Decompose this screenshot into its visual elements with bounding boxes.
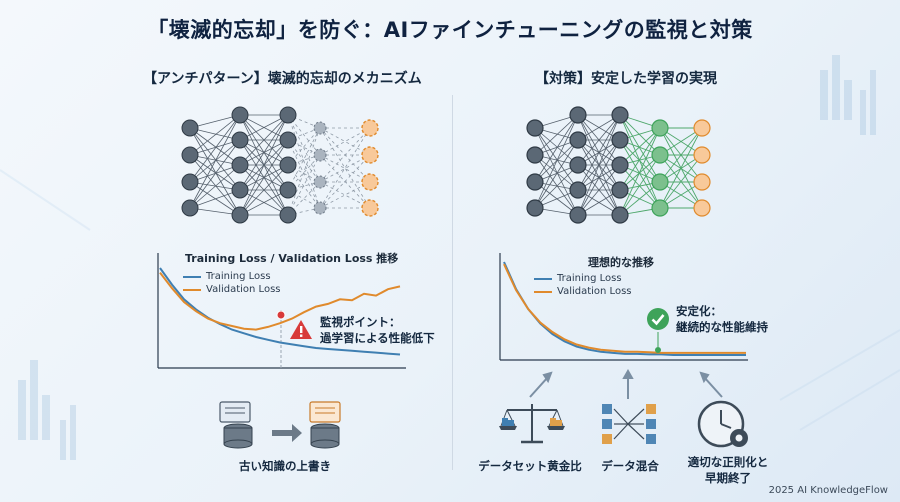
clock-gear-icon	[697, 400, 748, 448]
balance-scale-icon	[499, 404, 565, 444]
network-node	[279, 181, 297, 199]
warning-icon	[290, 320, 312, 339]
network-node	[181, 199, 199, 217]
strategy-label-golden-ratio: データセット黄金比	[478, 459, 582, 473]
network-node	[651, 146, 669, 164]
network-node	[279, 156, 297, 174]
left-caption: 古い知識の上書き	[239, 459, 331, 473]
network-node	[181, 119, 199, 137]
legend-validation: Validation Loss	[206, 284, 281, 295]
right-callout: 安定化： 継続的な性能維持	[676, 304, 768, 334]
check-icon	[647, 308, 669, 330]
series-line-validation-loss	[159, 271, 401, 331]
network-node	[693, 173, 711, 191]
series-line-training-loss	[503, 261, 746, 356]
new-output-node	[361, 173, 379, 191]
network-node	[231, 131, 249, 149]
network-node	[231, 106, 249, 124]
network-node	[526, 119, 544, 137]
left-chart-legend: Training Loss Validation Loss	[183, 270, 281, 296]
strategy-label-data-mix: データ混合	[601, 459, 659, 473]
left-callout: 監視ポイント： 過学習による性能低下	[320, 315, 435, 345]
monitor-point	[276, 310, 286, 320]
network-node	[526, 173, 544, 191]
right-loss-chart	[499, 253, 748, 361]
network-node	[651, 119, 669, 137]
network-node	[526, 199, 544, 217]
center-divider	[452, 95, 453, 470]
new-output-node	[361, 119, 379, 137]
network-node	[651, 199, 669, 217]
footer-credit: 2025 AI KnowledgeFlow	[768, 485, 888, 496]
network-node	[611, 106, 629, 124]
network-node	[693, 199, 711, 217]
legend-validation: Validation Loss	[557, 286, 632, 297]
network-node	[611, 131, 629, 149]
countermeasure-section-title: 【対策】安定した学習の実現	[535, 71, 717, 87]
network-node	[693, 119, 711, 137]
network-node	[279, 106, 297, 124]
left-chart-title: Training Loss / Validation Loss 推移	[185, 252, 399, 265]
network-node	[526, 146, 544, 164]
new-output-node	[361, 146, 379, 164]
strategy-arrows	[529, 368, 723, 399]
right-chart-title: 理想的な推移	[588, 256, 654, 269]
network-node	[611, 156, 629, 174]
left-loss-chart	[157, 253, 406, 369]
network-node	[279, 131, 297, 149]
network-node	[569, 156, 587, 174]
network-node	[181, 146, 199, 164]
network-node	[181, 173, 199, 191]
knowledge-overwrite-icon	[219, 401, 341, 449]
network-node	[651, 173, 669, 191]
network-node	[231, 181, 249, 199]
network-node	[569, 106, 587, 124]
legend-training: Training Loss	[206, 271, 271, 282]
network-node	[611, 206, 629, 224]
network-node	[569, 181, 587, 199]
strategy-label-regularization: 適切な正則化と 早期終了	[687, 455, 769, 485]
series-line-validation-loss	[503, 263, 746, 354]
stable-point	[655, 347, 661, 353]
network-node	[569, 206, 587, 224]
data-mix-icon	[602, 404, 656, 444]
network-node	[693, 146, 711, 164]
network-node	[279, 206, 297, 224]
fragmented-node	[313, 121, 327, 135]
antipattern-section-title: 【アンチパターン】壊滅的忘却のメカニズム	[143, 71, 422, 87]
network-node	[569, 131, 587, 149]
network-node	[231, 206, 249, 224]
stable-network-diagram	[526, 106, 711, 224]
series-line-training-loss	[159, 267, 401, 356]
network-node	[611, 181, 629, 199]
legend-training: Training Loss	[557, 273, 622, 284]
new-output-node	[361, 199, 379, 217]
network-node	[231, 156, 249, 174]
fragmented-node	[313, 148, 327, 162]
fragmented-node	[313, 175, 327, 189]
page-title: 「壊滅的忘却」を防ぐ：AIファインチューニングの監視と対策	[147, 18, 753, 42]
forgetting-network-diagram	[181, 106, 379, 224]
fragmented-node	[313, 201, 327, 215]
right-chart-legend: Training Loss Validation Loss	[534, 272, 632, 298]
